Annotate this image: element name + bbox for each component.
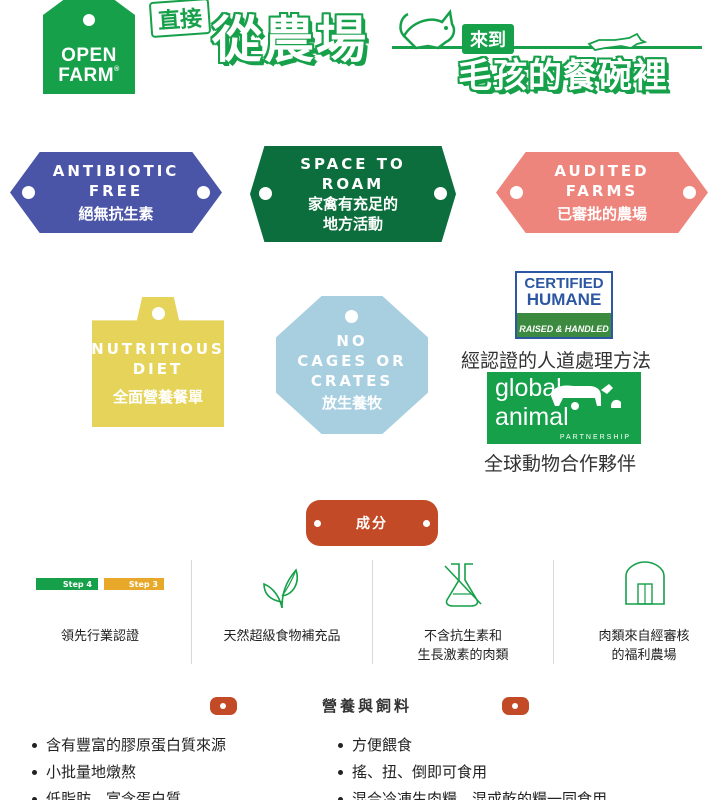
header-underline <box>392 46 702 49</box>
step-3-subtext <box>104 590 164 604</box>
tag-zh-label: 絕無抗生素 <box>78 204 154 223</box>
tag-zh-label: 放生養牧 <box>321 394 382 413</box>
tag-en-line: CRATES <box>310 372 394 390</box>
farm-animals-icon <box>551 384 621 410</box>
tag-en-line: NUTRITIOUS <box>91 339 225 358</box>
tag-hole <box>510 186 523 199</box>
humane-line-3: RAISED & HANDLED <box>519 324 609 334</box>
gap-partnership: PARTNERSHIP <box>559 434 631 441</box>
tag-hole <box>345 310 358 323</box>
list-item: 方便餵食 <box>336 732 607 759</box>
step-4-badge: Step 4 <box>36 578 98 604</box>
tag-en-line: ANTIBIOTIC <box>52 162 180 181</box>
tag-no-cages: NO CAGES OR CRATES 放生養牧 <box>276 296 428 434</box>
barn-icon <box>625 561 665 605</box>
step-3-label: Step 3 <box>128 579 158 589</box>
tag-zh-label: 已審批的農場 <box>556 204 647 223</box>
feature-welfare-farms: 肉類來自經審核 的福利農場 <box>554 560 720 664</box>
open-farm-logo[interactable]: OPEN FARM <box>43 0 135 94</box>
gap-caption: 全球動物合作夥伴 <box>484 453 637 475</box>
logo-line-2: FARM <box>58 66 120 86</box>
feature-divider <box>372 560 373 664</box>
feature-label: 不含抗生素和 <box>423 629 502 644</box>
list-item: 搖、扭、倒即可食用 <box>336 759 607 786</box>
pill-hole <box>423 520 430 527</box>
nutrition-list-left: 含有豐富的膠原蛋白質來源 小批量地燉熬 低脂肪，富含蛋白質 <box>30 732 226 800</box>
gap-name: global animal <box>495 374 569 431</box>
ingredients-title: 成分 <box>356 516 388 532</box>
list-item: 含有豐富的膠原蛋白質來源 <box>30 732 226 759</box>
ingredients-header-pill: 成分 <box>306 500 438 546</box>
feature-no-antibiotics: 不含抗生素和 生長激素的肉類 <box>373 560 553 664</box>
tag-zh-label: 地方活動 <box>322 215 383 234</box>
tag-en-line: FREE <box>88 182 144 201</box>
tag-audited-farms: AUDITED FARMS 已審批的農場 <box>496 152 708 233</box>
feature-label: 肉類來自經審核 <box>598 629 690 644</box>
logo-line-1: OPEN <box>61 45 117 67</box>
list-item: 小批量地燉熬 <box>30 759 226 786</box>
certified-humane-badge: CERTIFIED HUMANE RAISED & HANDLED <box>515 271 613 339</box>
tag-zh-label: 全面營養餐單 <box>112 388 203 407</box>
tag-en-line: DIET <box>132 359 184 378</box>
feature-certification: 領先行業認證 <box>10 560 190 664</box>
leaf-icon <box>263 568 298 609</box>
humane-grass-band <box>517 313 611 337</box>
feature-superfood: 天然超級食物補充品 <box>192 560 372 664</box>
header-main-title: 從農場 <box>212 11 368 69</box>
tag-nutritious-diet: NUTRITIOUS DIET 全面營養餐單 <box>92 297 224 427</box>
tag-hole <box>152 307 165 320</box>
tag-hole <box>22 186 35 199</box>
nutrition-list-right: 方便餵食 搖、扭、倒即可食用 混合冷凍生肉糧，混或乾的糧一同食用 <box>336 732 607 800</box>
humane-line-2: HUMANE <box>526 290 602 309</box>
feature-divider <box>553 560 554 664</box>
step-4-label: Step 4 <box>62 579 92 589</box>
tag-en-line: NO <box>336 331 368 350</box>
nutrition-pill-right <box>502 697 529 715</box>
tag-space-to-roam: SPACE TO ROAM 家禽有充足的 地方活動 <box>250 146 456 242</box>
tag-en-line: CAGES OR <box>297 351 407 370</box>
tag-en-line: AUDITED <box>554 162 650 181</box>
global-animal-partnership-badge: global animal PARTNERSHIP <box>487 372 641 444</box>
tag-en-line: ROAM <box>321 174 385 193</box>
tag-hole <box>259 187 272 200</box>
step-3-badge: Step 3 <box>104 578 164 604</box>
feature-label: 的福利農場 <box>611 648 677 663</box>
feature-divider <box>191 560 192 664</box>
humane-line-1: CERTIFIED <box>524 275 604 292</box>
header-subtitle: 毛孩的餐碗裡 <box>458 56 668 96</box>
nutrition-pill-left <box>210 697 237 715</box>
pill-hole <box>314 520 321 527</box>
tag-en-line: SPACE TO <box>300 154 406 173</box>
tag-hole <box>683 186 696 199</box>
no-antibiotics-icon <box>444 563 482 607</box>
humane-caption: 經認證的人道處理方法 <box>461 350 652 372</box>
tag-antibiotic-free: ANTIBIOTIC FREE 絕無抗生素 <box>10 152 222 233</box>
step-4-subtext <box>36 590 98 604</box>
feature-label: 天然超級食物補充品 <box>223 629 341 644</box>
header-prefix: 直接 <box>148 0 212 39</box>
list-item: 低脂肪，富含蛋白質 <box>30 786 226 800</box>
tag-hole <box>434 187 447 200</box>
nutrition-title: 營養與飼料 <box>322 697 413 715</box>
tag-zh-label: 家禽有充足的 <box>307 195 398 213</box>
logo-tag-hole <box>83 14 95 26</box>
feature-label: 領先行業認證 <box>60 629 139 644</box>
tag-hole <box>197 186 210 199</box>
tag-en-line: FARMS <box>565 182 639 201</box>
feature-label: 生長激素的肉類 <box>417 648 509 663</box>
cat-illustration-icon <box>399 9 456 50</box>
list-item: 混合冷凍生肉糧，混或乾的糧一同食用 <box>336 786 607 800</box>
header-connector: 來到 <box>462 24 514 54</box>
dog-illustration-icon <box>587 32 647 51</box>
